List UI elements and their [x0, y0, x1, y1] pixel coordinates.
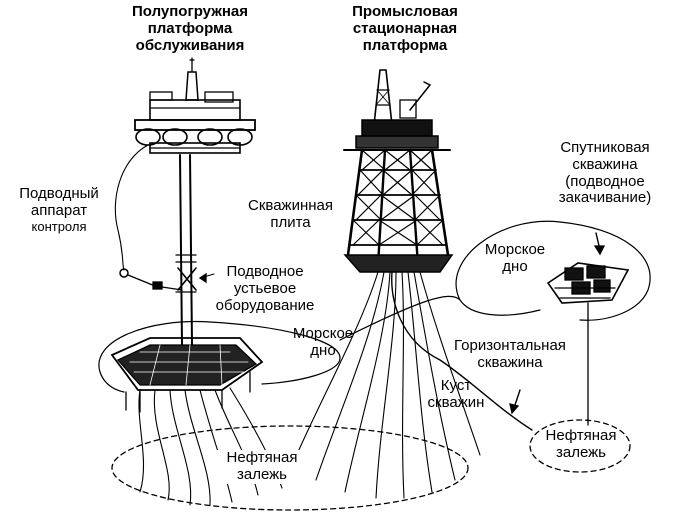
subsea-control-line-3: контроля: [31, 218, 87, 234]
satellite-well-line-3: (подводное: [565, 172, 645, 190]
well-cluster-label: Куст скважин: [416, 377, 496, 412]
fixed-platform: [343, 69, 454, 273]
satellite-oil-deposit-line-1: Нефтяная: [545, 427, 617, 444]
left-well-template: [110, 337, 264, 413]
seabed-left-line-1: Морское: [292, 325, 354, 342]
seabed-left-line-2: дно: [310, 341, 336, 359]
main-oil-deposit-line-2: залежь: [237, 465, 287, 483]
horizontal-well-label: Горизонтальная скважина: [430, 337, 590, 372]
well-plate-label: Скважинная плита: [228, 197, 353, 232]
seabed-right-label: Морское дно: [470, 241, 560, 276]
satellite-well-template: [546, 232, 630, 426]
satellite-well-line-4: закачивание): [558, 189, 652, 207]
main-oil-deposit-outline: [111, 425, 469, 511]
subsea-control-line-2: аппарат: [30, 201, 88, 219]
subsea-control-label: Подводный аппарат контроля: [4, 185, 114, 234]
seabed-left-label: Морское дно: [278, 325, 368, 360]
satellite-well-line-2: скважина: [572, 155, 638, 173]
subsea-wellhead-line-1: Подводное: [226, 263, 304, 280]
subsea-wellhead-line-3: оборудование: [215, 296, 315, 314]
well-plate-line-2: плита: [270, 213, 311, 231]
horizontal-well-line-1: Горизонтальная: [454, 337, 566, 354]
satellite-well-label: Спутниковая скважина (подводное закачива…: [535, 139, 675, 207]
fixed-platform-line-2: стационарная: [352, 19, 458, 37]
seabed-right-line-2: дно: [502, 257, 528, 275]
subsea-wellhead-line-2: устьевое: [233, 279, 297, 297]
subsea-wellhead-label: Подводное устьевое оборудование: [200, 263, 330, 314]
well-plate-line-1: Скважинная: [248, 197, 333, 214]
semi-sub-platform-line-3: обслуживания: [135, 36, 245, 54]
main-oil-deposit-line-1: Нефтяная: [226, 449, 298, 466]
semi-sub-platform-line-2: платформа: [147, 19, 233, 37]
fixed-platform-label: Промысловая стационарная платформа: [325, 3, 485, 54]
semi-sub-platform-line-1: Полупогружная: [132, 3, 248, 20]
seabed-right-line-1: Морское: [484, 241, 546, 258]
horizontal-well-line-2: скважина: [477, 353, 543, 371]
horizontal-well-arrow: [509, 389, 521, 415]
satellite-oil-deposit-line-2: залежь: [556, 443, 606, 461]
center-wells: [289, 271, 533, 499]
semi-sub-platform-label: Полупогружная платформа обслуживания: [100, 3, 280, 54]
well-cluster-line-1: Куст: [440, 377, 472, 394]
satellite-oil-deposit-outline: [529, 419, 631, 473]
satellite-oil-deposit-label: Нефтяная залежь: [536, 427, 626, 462]
semi-submersible-platform: [114, 57, 256, 346]
fixed-platform-line-3: платформа: [362, 36, 448, 54]
left-wells: [138, 387, 283, 506]
well-cluster-line-2: скважин: [427, 393, 485, 411]
satellite-well-line-1: Спутниковая: [560, 139, 650, 156]
left-seabed-outline: [98, 320, 341, 385]
main-oil-deposit-label: Нефтяная залежь: [212, 449, 312, 484]
fixed-platform-line-1: Промысловая: [352, 3, 458, 20]
right-seabed-outline: [339, 295, 541, 341]
subsea-control-line-1: Подводный: [19, 185, 99, 202]
